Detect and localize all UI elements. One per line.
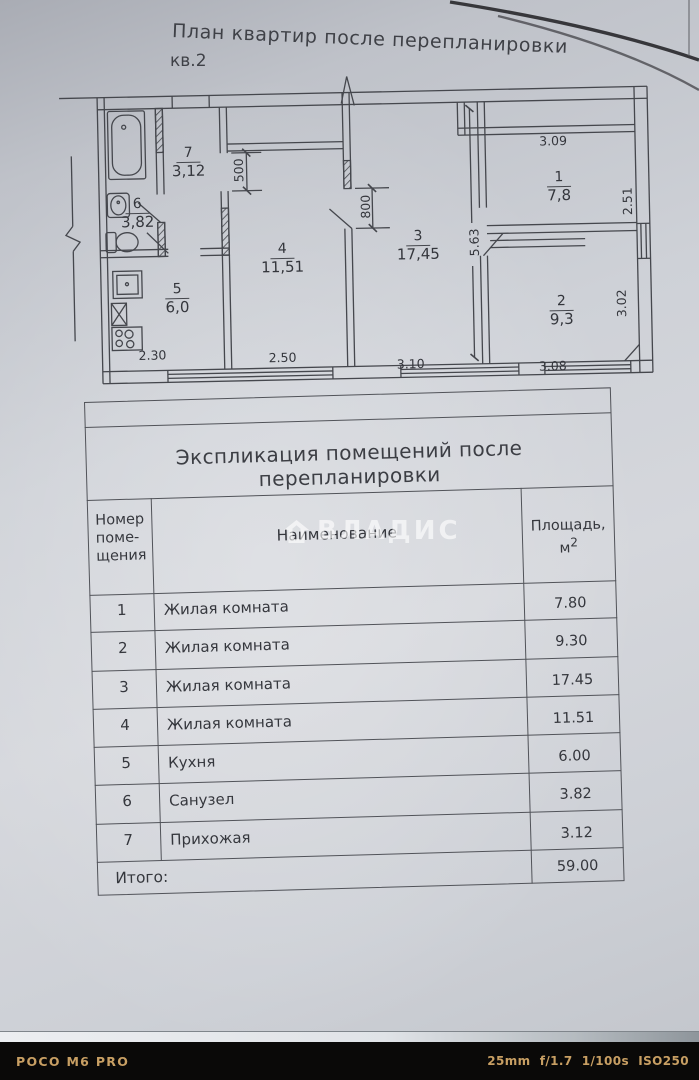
dim-500: 500 — [230, 158, 247, 183]
dim-3-08: 3.08 — [538, 358, 567, 374]
paper-edge-strip — [0, 1031, 699, 1042]
floor-plan: 1 7,8 2 9,3 3 17,45 4 11,51 5 6,0 6 3,82… — [0, 0, 699, 408]
room-4-label: 4 11,51 — [260, 240, 305, 277]
room-7-label: 7 3,12 — [171, 144, 206, 180]
stove-icon — [111, 326, 144, 352]
table-rows: 1 Жилая комната 7.80 2 Жилая комната 9.3… — [89, 580, 624, 863]
dim-5-63: 5.63 — [466, 228, 482, 257]
dim-2-51: 2.51 — [619, 187, 636, 216]
exif-info-label: 25mm f/1.7 1/100s ISO250 — [487, 1054, 689, 1068]
floor-plan-drawing — [59, 76, 654, 385]
washbasin-icon — [106, 192, 131, 219]
camera-model-label: POCO M6 PRO — [16, 1053, 130, 1069]
room-3-label: 3 17,45 — [396, 228, 441, 264]
room-1-label: 1 7,8 — [546, 169, 572, 205]
apartment-number-label: кв.2 — [170, 51, 207, 71]
dim-3-09: 3.09 — [538, 132, 568, 149]
room-2-label: 2 9,3 — [548, 293, 575, 329]
dim-2-50: 2.50 — [268, 349, 297, 366]
page-curl-lines — [449, 0, 699, 92]
bathtub-icon — [106, 110, 147, 181]
header-area: Площадь, м2 — [530, 516, 606, 557]
explication-table: Экспликация помещений после перепланиров… — [84, 387, 625, 896]
dim-3-02: 3.02 — [613, 289, 630, 318]
dim-2-30: 2.30 — [138, 347, 167, 363]
camera-info-bar: POCO M6 PRO 25mm f/1.7 1/100s ISO250 — [0, 1042, 699, 1080]
vladis-watermark: ВЛАДИС — [283, 516, 461, 546]
dim-800: 800 — [357, 194, 374, 219]
room-5-label: 5 6,0 — [164, 281, 190, 317]
vladis-house-icon — [284, 519, 309, 543]
kitchen-sink-icon — [112, 270, 143, 300]
total-label: Итого: — [115, 867, 169, 888]
watermark-text: ВЛАДИС — [317, 516, 461, 546]
total-area-value: 59.00 — [556, 857, 599, 875]
header-room-number: Номер поме- щения — [95, 511, 147, 565]
cabinet-icon — [110, 302, 128, 327]
room-6-label: 6 3,82 — [120, 195, 155, 232]
dim-3-10: 3.10 — [396, 355, 425, 372]
